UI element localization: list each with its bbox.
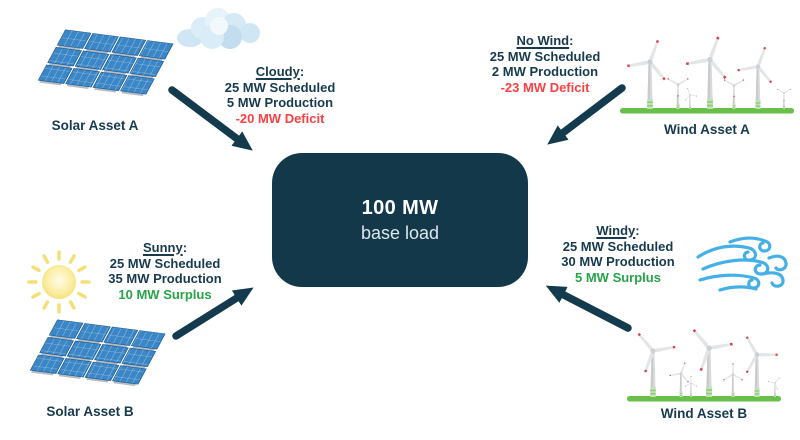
asset-label: Wind Asset A (664, 122, 750, 137)
cloud-icon (172, 2, 268, 52)
delta-line: -23 MW Deficit (500, 79, 590, 95)
arrow-solar-b-to-load (172, 287, 254, 340)
wind-gust-icon (695, 236, 790, 302)
production-line: 35 MW Production (108, 271, 222, 286)
condition-name: Sunny (142, 240, 183, 255)
solar-panel-array-icon (30, 314, 172, 402)
condition-label: Windy: (533, 223, 703, 239)
scheduled-line: 25 MW Scheduled (562, 238, 674, 254)
colon: : (182, 240, 188, 255)
production-line: 30 MW Production (561, 254, 675, 269)
wind-a-status-block: No Wind: 25 MW Scheduled 2 MW Production… (460, 33, 630, 95)
colon: : (635, 223, 640, 238)
delta-line: -20 MW Deficit (235, 110, 325, 126)
asset-label: Wind Asset B (660, 406, 748, 421)
delta-line: 10 MW Surplus (118, 286, 212, 302)
sun-icon (24, 246, 94, 316)
delta-line: 5 MW Surplus (575, 269, 661, 285)
arrow-wind-a-to-load (547, 84, 626, 145)
production-line: 5 MW Production (226, 95, 334, 110)
base-load-box: 100 MW base load (272, 153, 528, 287)
load-value: 100 MW (361, 196, 439, 219)
wind-turbines-icon (625, 298, 783, 406)
condition-label: No Wind: (460, 33, 630, 49)
production-line: 2 MW Production (491, 64, 599, 79)
load-sublabel: base load (360, 222, 440, 243)
scheduled-line: 25 MW Scheduled (109, 255, 221, 271)
solar-a-status-block: Cloudy: 25 MW Scheduled 5 MW Production … (195, 64, 365, 126)
condition-name: Cloudy (255, 64, 300, 79)
colon: : (569, 33, 574, 48)
scheduled-line: 25 MW Scheduled (489, 48, 601, 64)
condition-name: No Wind (516, 33, 570, 48)
condition-name: Windy (596, 223, 636, 238)
solar-b-status-block: Sunny: 25 MW Scheduled 35 MW Production … (80, 240, 250, 302)
colon: : (299, 64, 305, 79)
arrow-wind-b-to-load (545, 285, 632, 332)
asset-label: Solar Asset A (51, 118, 139, 133)
wind-b-status-block: Windy: 25 MW Scheduled 30 MW Production … (533, 223, 703, 285)
condition-label: Sunny: (80, 240, 250, 256)
solar-panel-array-icon (38, 24, 180, 112)
scheduled-line: 25 MW Scheduled (224, 79, 336, 95)
condition-label: Cloudy: (195, 64, 365, 80)
asset-label: Solar Asset B (46, 404, 134, 419)
wind-turbines-icon (618, 8, 796, 120)
